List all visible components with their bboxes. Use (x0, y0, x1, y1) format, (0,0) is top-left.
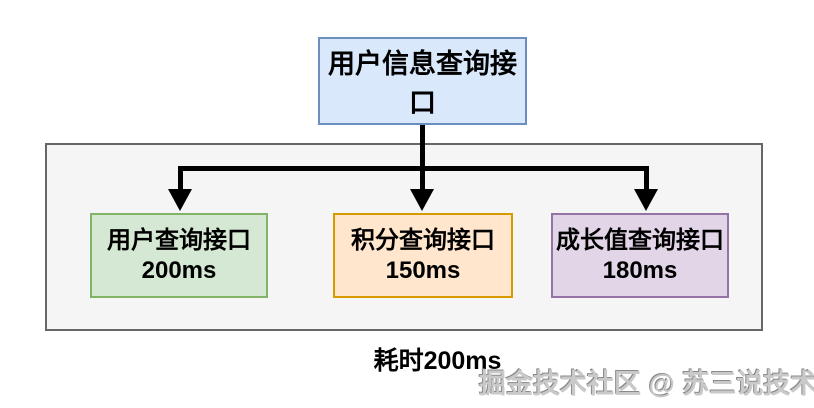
node-label: 积分查询接口 (351, 226, 495, 254)
total-time-label: 耗时200ms (373, 347, 502, 375)
connector-middle-shaft (420, 125, 425, 192)
arrowhead-left-icon (168, 189, 192, 211)
node-growth-value-query-api: 成长值查询接口 180ms (551, 213, 729, 298)
node-time: 150ms (385, 256, 461, 284)
node-time: 180ms (602, 256, 678, 284)
arrowhead-right-icon (634, 189, 658, 211)
watermark-text: 掘金技术社区 @ 苏三说技术 (479, 369, 814, 399)
node-label: 用户查询接口 (107, 226, 251, 254)
arrowhead-middle-icon (410, 189, 434, 211)
connector-branch-horizontal-line (178, 166, 648, 171)
node-user-query-api: 用户查询接口 200ms (90, 213, 268, 298)
node-time: 200ms (141, 256, 217, 284)
node-points-query-api: 积分查询接口 150ms (333, 213, 513, 298)
node-label: 用户信息查询接口 (328, 49, 517, 118)
node-user-info-query-api: 用户信息查询接口 (318, 37, 527, 125)
node-label: 成长值查询接口 (556, 226, 724, 254)
connector-right-shaft (644, 166, 649, 192)
connector-left-shaft (178, 166, 183, 192)
